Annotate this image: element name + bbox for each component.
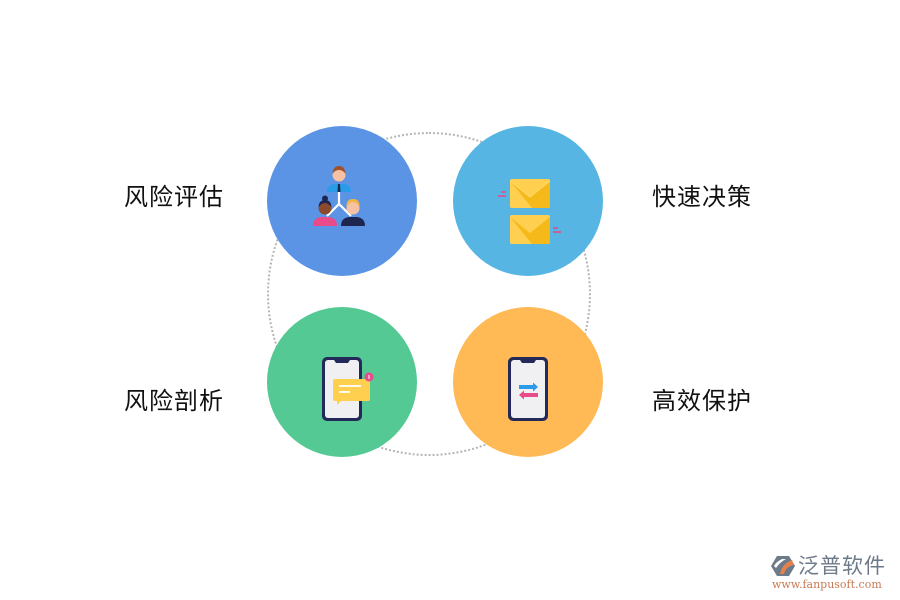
label-risk-assessment: 风险评估 [124, 183, 224, 211]
watermark-url: www.fanpusoft.com [772, 578, 882, 591]
watermark-name: 泛普软件 [798, 554, 886, 578]
envelopes-icon [498, 179, 561, 244]
node-quick-decision [453, 126, 603, 276]
label-quick-decision: 快速决策 [652, 183, 752, 211]
phone-transfer-icon [508, 357, 548, 421]
watermark-logo: 泛普软件 www.fanpusoft.com [770, 553, 895, 593]
label-efficient-protection: 高效保护 [652, 387, 752, 415]
label-risk-analysis: 风险剖析 [124, 387, 224, 415]
team-hierarchy-icon [313, 166, 365, 226]
fanpu-logo-icon [771, 556, 795, 576]
node-efficient-protection [453, 307, 603, 457]
node-risk-assessment [267, 126, 417, 276]
phone-message-icon [322, 357, 374, 421]
dotted-connector-ring [267, 132, 591, 456]
node-risk-analysis [267, 307, 417, 457]
